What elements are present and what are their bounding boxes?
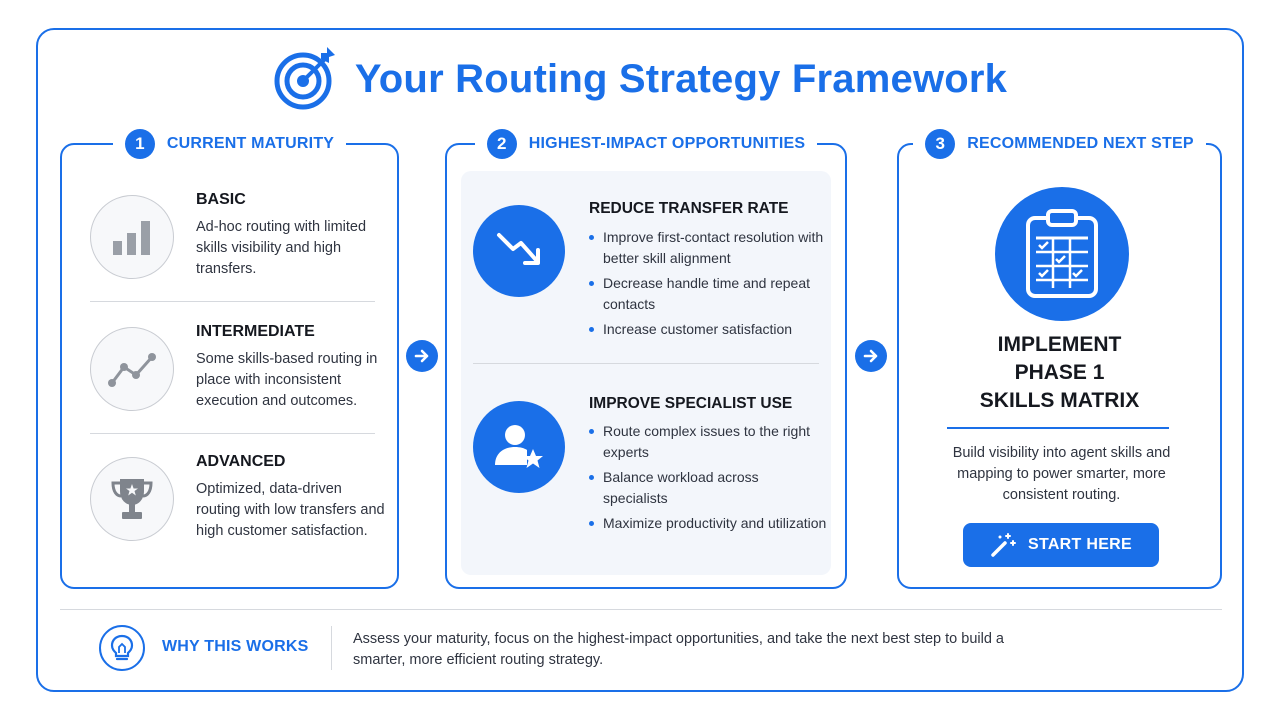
divider — [331, 626, 332, 670]
list-item: Decrease handle time and repeat contacts — [587, 273, 827, 315]
step-number-badge: 3 — [925, 129, 956, 159]
trophy-icon — [90, 457, 174, 541]
panel-header: 3 RECOMMENDED NEXT STEP — [913, 128, 1206, 160]
divider — [473, 363, 819, 364]
panel-recommended-next-step: 3 RECOMMENDED NEXT STEP IMPLEMENT PHASE … — [897, 128, 1222, 589]
footer-text: Assess your maturity, focus on the highe… — [353, 631, 1004, 668]
trend-line-icon — [90, 327, 174, 411]
user-star-icon — [473, 401, 565, 493]
panel-title: CURRENT MATURITY — [166, 135, 335, 152]
level-name: ADVANCED — [196, 453, 286, 470]
page-title: Your Routing Strategy Framework — [354, 56, 1008, 101]
panel-header: 1 CURRENT MATURITY — [112, 128, 347, 160]
panel-current-maturity: 1 CURRENT MATURITY BASIC Ad-hoc routing … — [60, 128, 399, 589]
panel-header: 2 HIGHEST-IMPACT OPPORTUNITIES — [474, 128, 818, 160]
lightbulb-icon — [99, 625, 145, 671]
opportunities-card: REDUCE TRANSFER RATE Improve first-conta… — [461, 171, 831, 575]
list-item: Improve first-contact resolution with be… — [587, 227, 827, 269]
footer-label: WHY THIS WORKS — [162, 638, 309, 655]
panel-title: RECOMMENDED NEXT STEP — [967, 135, 1194, 152]
bar-chart-icon — [90, 195, 174, 279]
opportunity-bullet-list: Route complex issues to the right expert… — [587, 421, 827, 538]
list-item: Increase customer satisfaction — [587, 319, 827, 340]
opportunity-bullet-list: Improve first-contact resolution with be… — [587, 227, 827, 344]
next-step-description: Build visibility into agent skills and m… — [952, 445, 1171, 503]
step-number-badge: 1 — [124, 129, 155, 159]
clipboard-matrix-icon — [995, 187, 1129, 321]
list-item: Maximize productivity and utilization — [587, 513, 827, 534]
magic-wand-icon — [991, 533, 1016, 557]
panel-highest-impact-opportunities: 2 HIGHEST-IMPACT OPPORTUNITIES REDUCE TR… — [445, 128, 847, 589]
opportunity-title: REDUCE TRANSFER RATE — [589, 200, 789, 217]
list-item: Route complex issues to the right expert… — [587, 421, 827, 463]
outer-frame — [36, 28, 1244, 692]
divider — [90, 433, 375, 434]
divider — [947, 427, 1169, 429]
level-name: BASIC — [196, 191, 246, 208]
level-name: INTERMEDIATE — [196, 323, 315, 340]
step-number-badge: 2 — [486, 129, 517, 159]
start-here-label: START HERE — [1027, 536, 1133, 553]
maturity-level-advanced: ADVANCED Optimized, data-driven routing … — [90, 443, 385, 553]
divider — [90, 301, 375, 302]
divider — [60, 609, 1222, 610]
maturity-level-intermediate: INTERMEDIATE Some skills-based routing i… — [90, 313, 377, 423]
maturity-level-basic: BASIC Ad-hoc routing with limited skills… — [90, 181, 375, 291]
target-icon — [274, 47, 335, 110]
arrow-right-icon — [406, 340, 438, 372]
next-step-headline: IMPLEMENT PHASE 1 SKILLS MATRIX — [979, 333, 1140, 412]
start-here-button[interactable]: START HERE — [963, 523, 1159, 567]
level-description: Optimized, data-driven routing with low … — [196, 481, 385, 539]
title-row: Your Routing Strategy Framework — [0, 44, 1280, 114]
trending-down-icon — [473, 205, 565, 297]
opportunity-title: IMPROVE SPECIALIST USE — [589, 395, 793, 412]
panel-title: HIGHEST-IMPACT OPPORTUNITIES — [528, 135, 806, 152]
list-item: Balance workload across specialists — [587, 467, 827, 509]
level-description: Some skills-based routing in place with … — [196, 351, 378, 409]
arrow-right-icon — [855, 340, 887, 372]
level-description: Ad-hoc routing with limited skills visib… — [196, 219, 367, 277]
